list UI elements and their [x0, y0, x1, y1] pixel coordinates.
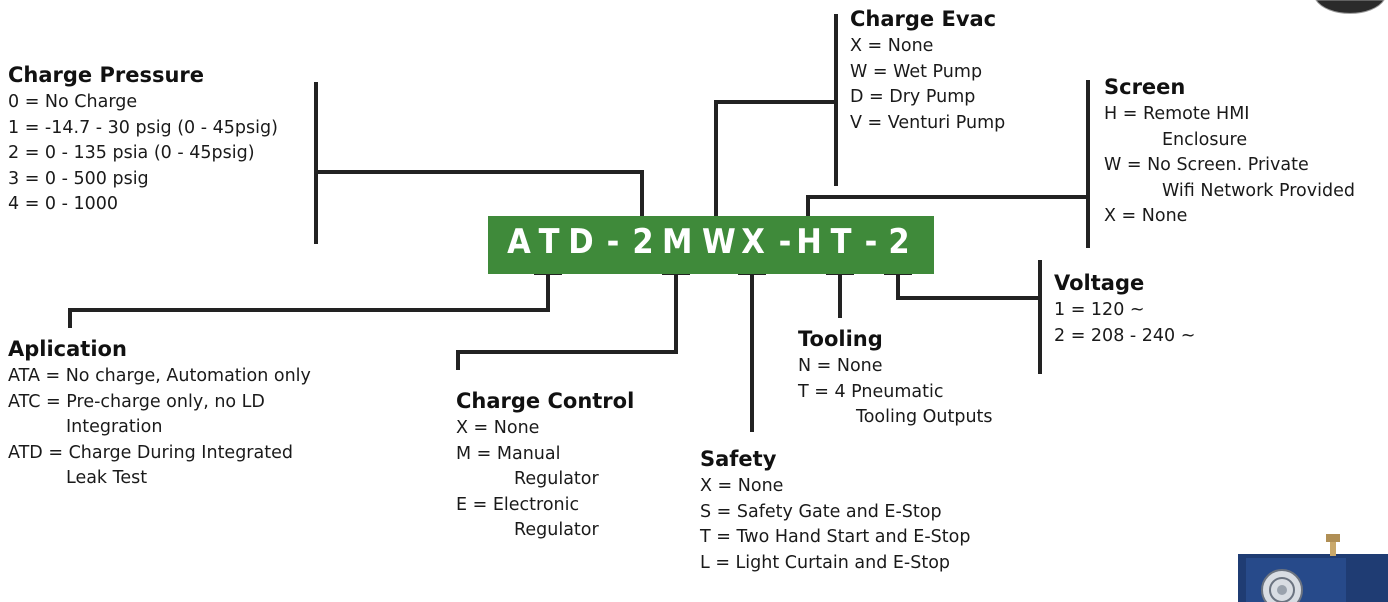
code-char-6: M	[662, 222, 693, 262]
option-line: D = Dry Pump	[850, 87, 976, 108]
group-title: Tooling	[798, 327, 883, 351]
option-line: E = Electronic	[456, 494, 580, 515]
code-char-3: D	[568, 222, 594, 262]
option-line: Regulator	[514, 520, 599, 541]
group-lines: 0 = No Charge 1 = -14.7 - 30 psig (0 - 45…	[8, 90, 278, 218]
group-title: Aplication	[8, 337, 127, 361]
option-line: Tooling Outputs	[856, 407, 993, 428]
option-line: Wifi Network Provided	[1162, 180, 1355, 201]
option-line: Integration	[66, 417, 163, 438]
voltage-group: Voltage 1 = 120 ~ 2 = 208 - 240 ~	[1054, 268, 1195, 349]
code-char-7: W	[702, 222, 736, 262]
group-title: Voltage	[1054, 271, 1145, 295]
option-line: N = None	[798, 356, 883, 376]
device-enclosure-graphic	[1238, 534, 1388, 602]
option-line: ATA = No charge, Automation only	[8, 366, 311, 386]
code-char-8: X	[741, 222, 765, 262]
option-line: 1 = -14.7 - 30 psig (0 - 45psig)	[8, 117, 278, 138]
code-char-5: 2	[632, 222, 654, 262]
option-line: H = Remote HMI	[1104, 104, 1250, 124]
group-lines: X = None S = Safety Gate and E-Stop T = Tw…	[700, 474, 970, 576]
code-char-10: H	[796, 222, 822, 262]
option-line: L = Light Curtain and E-Stop	[700, 552, 951, 573]
group-title: Charge Evac	[850, 7, 997, 31]
code-char-12: -	[864, 222, 878, 262]
code-char-1: A	[507, 222, 531, 262]
option-line: W = No Screen. Private	[1104, 155, 1309, 176]
code-char-9: -	[778, 222, 792, 262]
group-title: Charge Control	[456, 389, 635, 413]
part-number-bar	[488, 216, 934, 274]
screen-group: Screen H = Remote HMI Enclosure W = No Scr…	[1104, 72, 1355, 230]
option-line: Leak Test	[66, 468, 148, 489]
option-line: X = None	[700, 476, 784, 496]
code-char-11: T	[830, 222, 852, 262]
option-line: T = 4 Pneumatic	[798, 381, 944, 402]
option-line: 3 = 0 - 500 psig	[8, 168, 149, 189]
option-line: 1 = 120 ~	[1054, 300, 1145, 320]
option-line: ATC = Pre-charge only, no LD	[8, 391, 265, 412]
charge-pressure-group: Charge Pressure 0 = No Charge 1 = -14.7 -…	[8, 60, 278, 218]
option-line: X = None	[1104, 206, 1188, 227]
group-title: Screen	[1104, 75, 1186, 99]
group-lines: H = Remote HMI Enclosure W = No Screen. Pr…	[1104, 102, 1355, 230]
option-line: 0 = No Charge	[8, 92, 138, 112]
option-line: X = None	[850, 36, 934, 56]
code-char-2: T	[538, 222, 560, 262]
option-line: 2 = 208 - 240 ~	[1054, 325, 1196, 346]
option-line: ATD = Charge During Integrated	[8, 442, 293, 463]
option-line: Enclosure	[1162, 129, 1248, 150]
group-lines: 1 = 120 ~ 2 = 208 - 240 ~	[1054, 298, 1195, 349]
option-line: W = Wet Pump	[850, 61, 983, 82]
option-line: 4 = 0 - 1000	[8, 194, 119, 215]
device-knob-graphic	[1315, 0, 1385, 14]
option-line: V = Venturi Pump	[850, 112, 1006, 133]
group-title: Safety	[700, 447, 777, 471]
option-line: 2 = 0 - 135 psia (0 - 45psig)	[8, 143, 255, 164]
option-line: M = Manual	[456, 443, 561, 464]
group-title: Charge Pressure	[8, 63, 205, 87]
option-line: X = None	[456, 418, 540, 438]
option-line: T = Two Hand Start and E-Stop	[700, 527, 971, 548]
code-char-13: 2	[888, 222, 910, 262]
charge-evac-group: Charge Evac X = None W = Wet Pump D = Dry …	[850, 4, 1005, 136]
group-lines: X = None W = Wet Pump D = Dry Pump V = Vent…	[850, 34, 1005, 136]
application-group: Aplication ATA = No charge, Automation o…	[8, 334, 311, 492]
code-char-4: -	[606, 222, 620, 262]
option-line: S = Safety Gate and E-Stop	[700, 501, 942, 522]
option-line: Regulator	[514, 469, 599, 490]
safety-group: Safety X = None S = Safety Gate and E-Sto…	[700, 444, 970, 576]
